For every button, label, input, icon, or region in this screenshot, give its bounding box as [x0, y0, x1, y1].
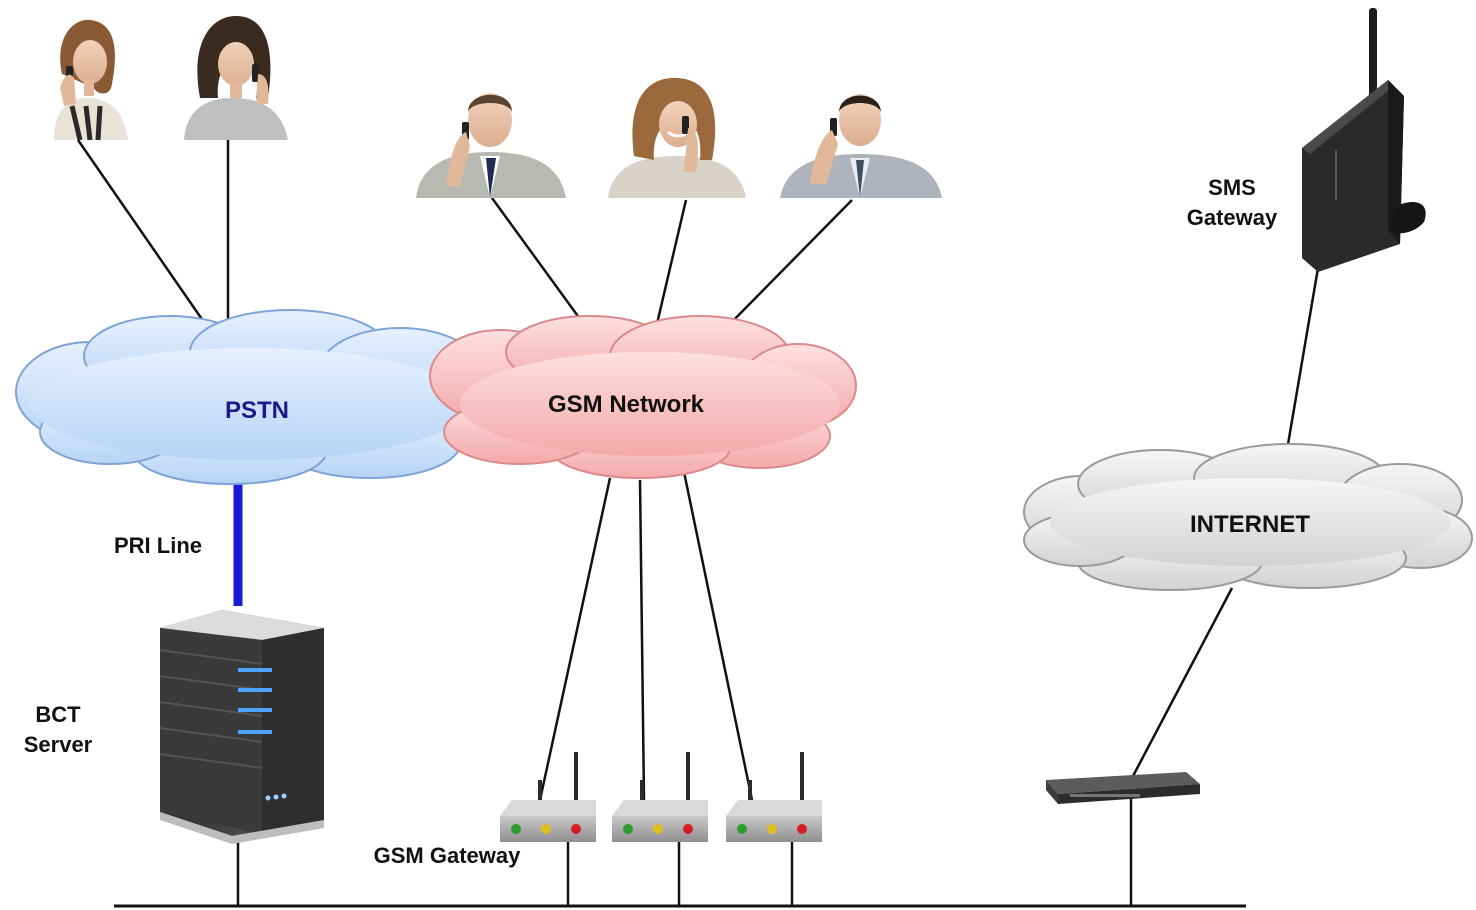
gsm-network-label: GSM Network	[548, 391, 705, 418]
person-woman-phone-icon	[24, 14, 152, 141]
person-man-phone-icon	[776, 80, 944, 198]
connector-lines	[76, 139, 1320, 908]
person-man-phone-icon	[416, 76, 566, 198]
pri-line-label: PRI Line	[114, 533, 202, 558]
sms-gateway-label-line1: SMS	[1208, 175, 1256, 200]
link-person3-gsm	[490, 197, 590, 331]
link-person5-gsm	[721, 199, 853, 333]
sms-gateway-modem-icon	[1302, 8, 1426, 272]
pstn-label: PSTN	[225, 397, 289, 424]
person-woman-phone-icon	[170, 14, 302, 140]
link-gsm-gateway3	[682, 471, 754, 801]
link-person1-pstn	[76, 139, 210, 329]
link-sms-internet	[1284, 267, 1320, 457]
network-switch-icon	[1046, 772, 1200, 804]
link-gsm-gateway1	[538, 477, 612, 801]
gsm-network-cloud	[429, 315, 857, 479]
link-gsm-gateway2	[638, 479, 646, 801]
link-person4-gsm	[654, 199, 688, 329]
sms-gateway-label-line2: Gateway	[1187, 205, 1278, 230]
internet-cloud	[1023, 443, 1473, 591]
internet-label: INTERNET	[1190, 511, 1310, 538]
bct-server-label-line1: BCT	[35, 702, 81, 727]
server-icon	[159, 610, 324, 844]
gsm-gateway-icon	[726, 752, 822, 842]
link-internet-switch	[1130, 587, 1234, 779]
gsm-gateway-label: GSM Gateway	[374, 843, 521, 868]
person-woman-phone-icon	[604, 76, 750, 198]
gsm-gateway-icon	[500, 752, 596, 842]
gsm-gateway-icon	[612, 752, 708, 842]
bct-server-label-line2: Server	[24, 732, 93, 757]
